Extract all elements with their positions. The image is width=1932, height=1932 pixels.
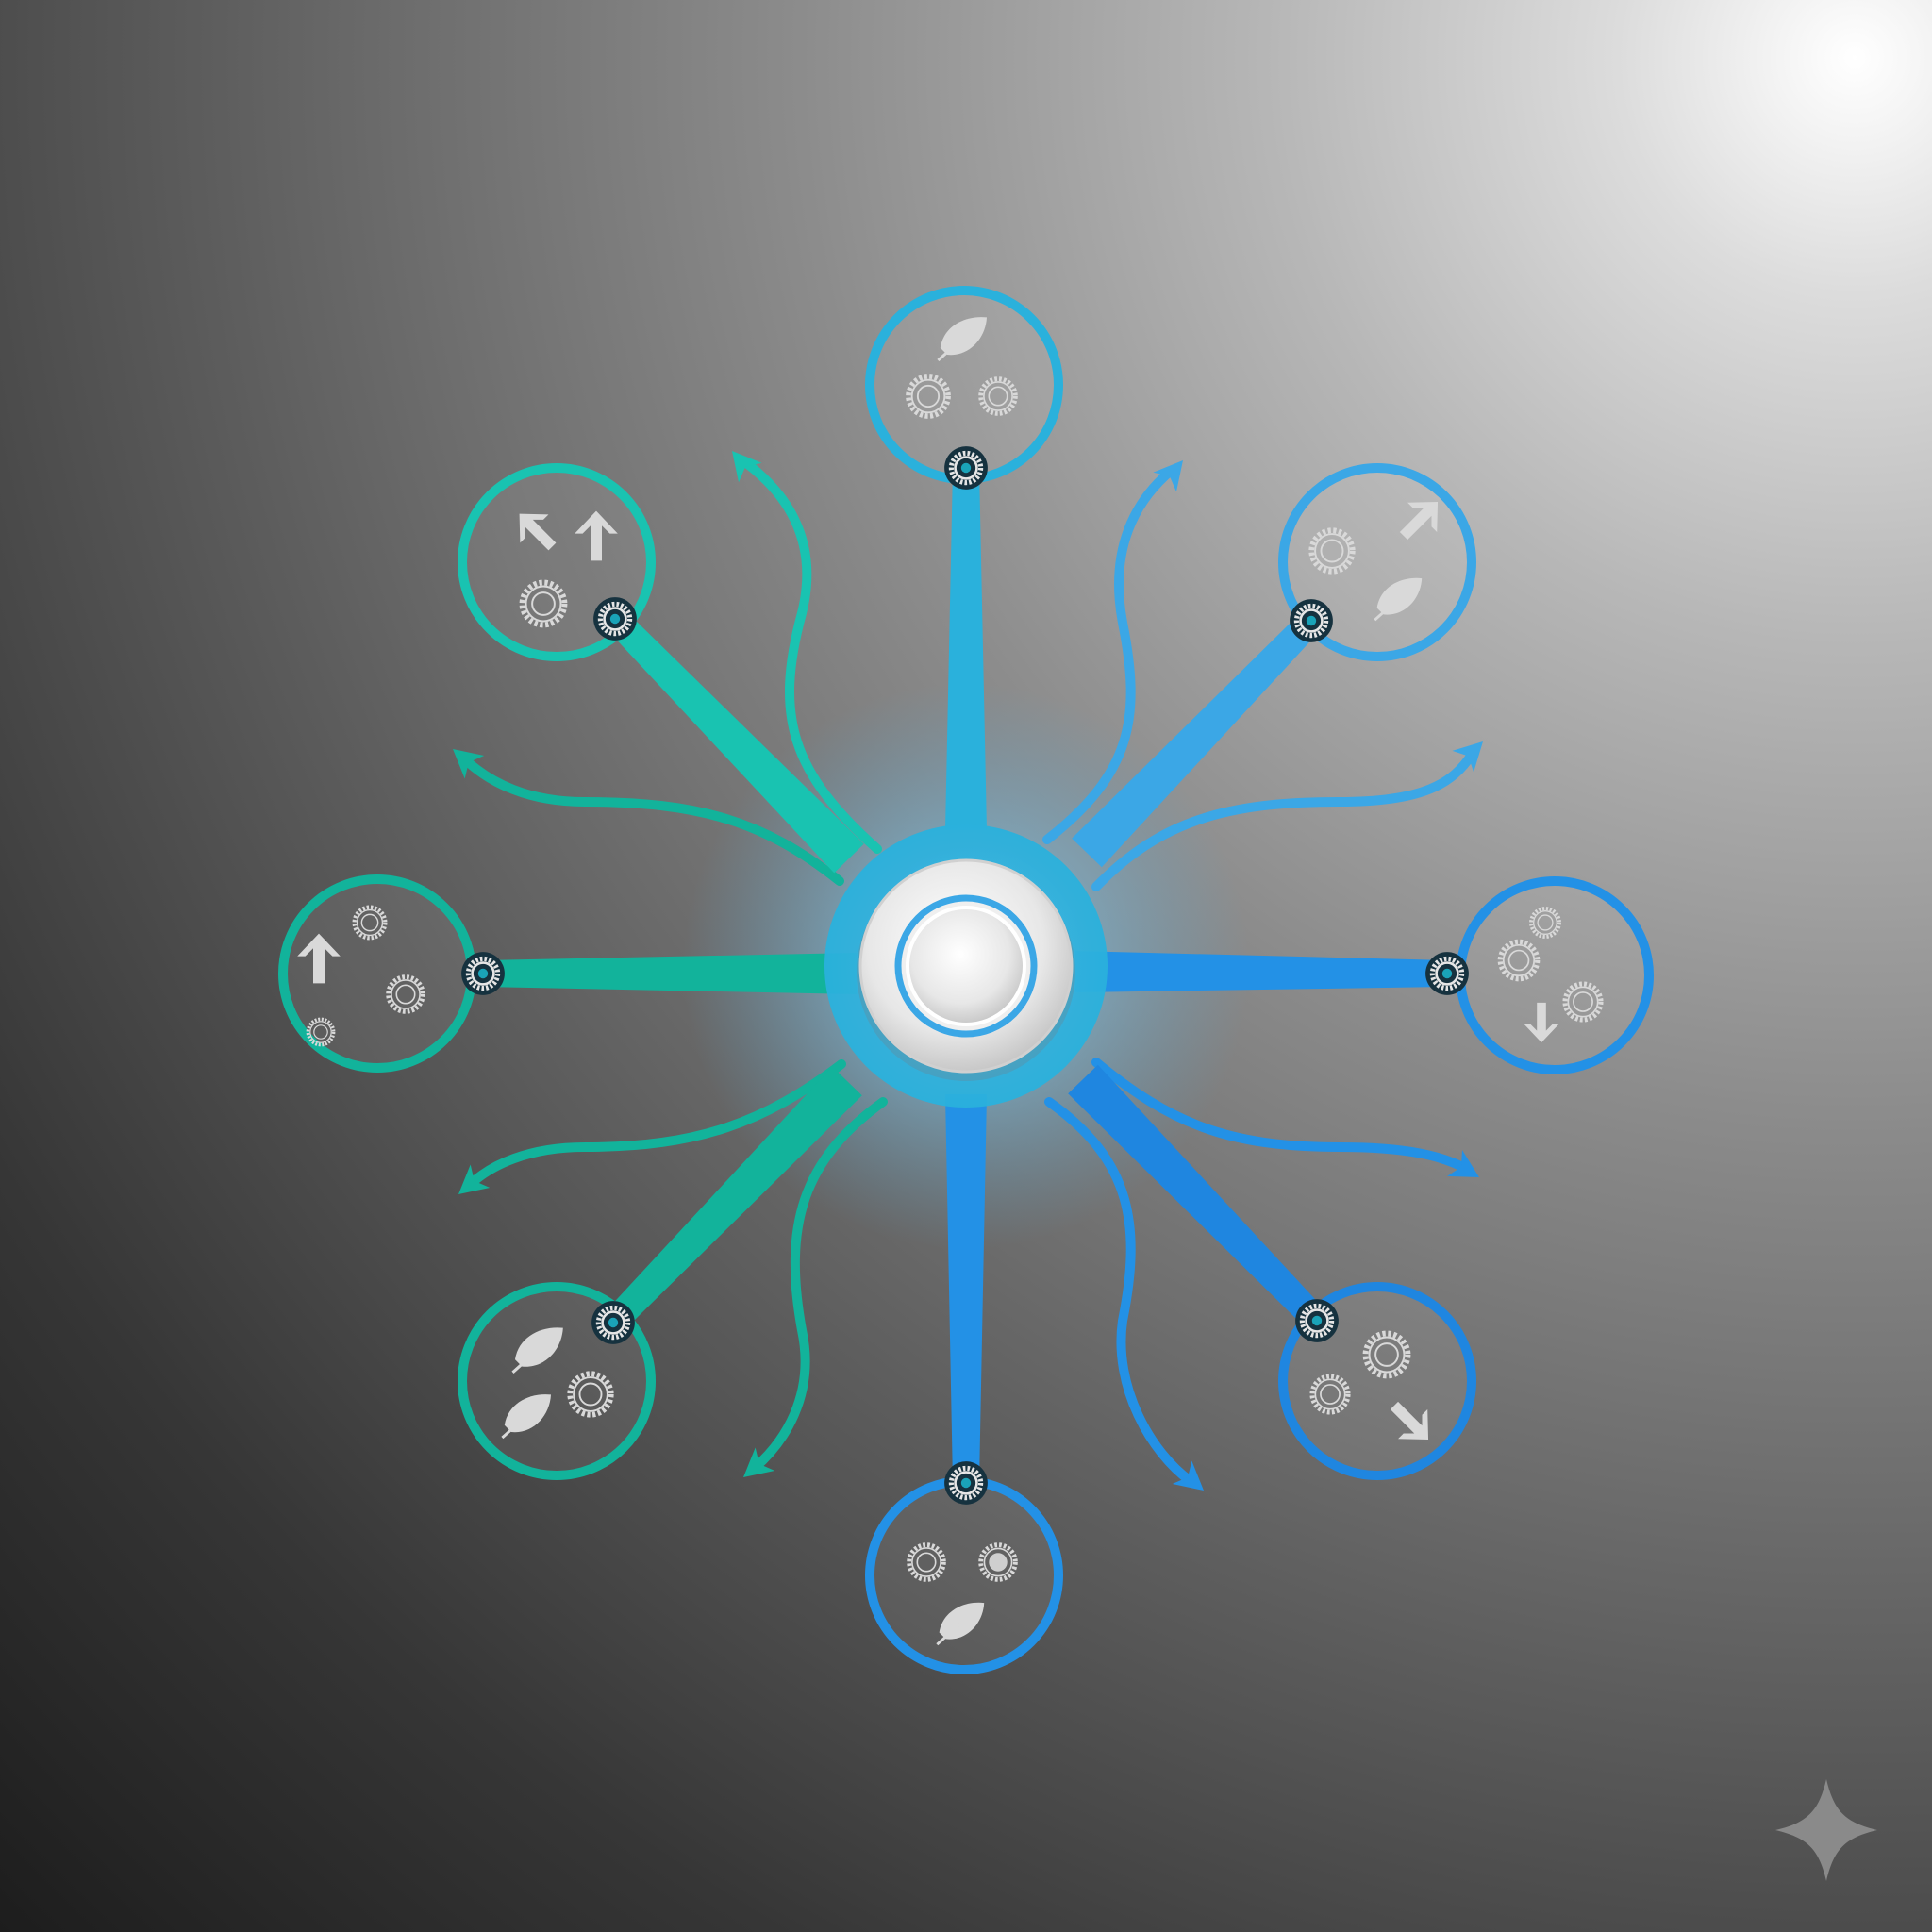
node-bottom — [865, 1461, 1063, 1674]
node-left-spoke — [483, 953, 857, 994]
nodes — [278, 286, 1654, 1674]
node-lower-right-spoke — [1068, 1064, 1327, 1330]
connector-gear-icon — [1425, 952, 1469, 995]
branch-arrows — [453, 451, 1483, 1491]
connector-gear-icon — [1290, 599, 1333, 642]
node-lower-right-ring — [1278, 1282, 1476, 1480]
node-upper-right — [1278, 463, 1476, 661]
connector-gear-icon — [461, 952, 505, 995]
node-top-spoke — [945, 468, 987, 830]
arrow-ene — [1091, 741, 1483, 891]
node-lower-left — [458, 1282, 656, 1480]
node-right — [1425, 876, 1654, 1074]
node-left — [278, 874, 505, 1073]
arrow-ese — [1091, 1058, 1479, 1177]
node-right-spoke — [1074, 951, 1448, 992]
node-upper-right-spoke — [1072, 611, 1322, 868]
node-lower-right — [1278, 1282, 1476, 1480]
arrow-nnw — [732, 451, 882, 854]
node-upper-left-spoke — [605, 609, 864, 874]
hub — [824, 824, 1108, 1108]
spokes — [483, 468, 1448, 1483]
node-upper-left-ring — [458, 463, 656, 661]
arrow-ssw — [743, 1097, 888, 1477]
arrow-sse — [1044, 1097, 1204, 1491]
node-bottom-spoke — [945, 1094, 987, 1483]
sparkle-icon — [1775, 1779, 1877, 1881]
node-top — [865, 286, 1063, 490]
node-lower-left-ring — [458, 1282, 656, 1480]
connector-gear-icon — [1295, 1299, 1339, 1342]
connector-gear-icon — [591, 1301, 635, 1344]
arrow-nne — [1042, 460, 1183, 844]
connector-gear-icon — [593, 597, 637, 641]
connector-gear-icon — [944, 446, 988, 490]
node-lower-left-spoke — [603, 1066, 862, 1332]
connector-gear-icon — [944, 1461, 988, 1505]
node-upper-left — [458, 463, 656, 661]
arrow-wsw — [458, 1059, 846, 1194]
arrow-wnw — [453, 749, 844, 886]
node-upper-right-ring — [1278, 463, 1476, 661]
